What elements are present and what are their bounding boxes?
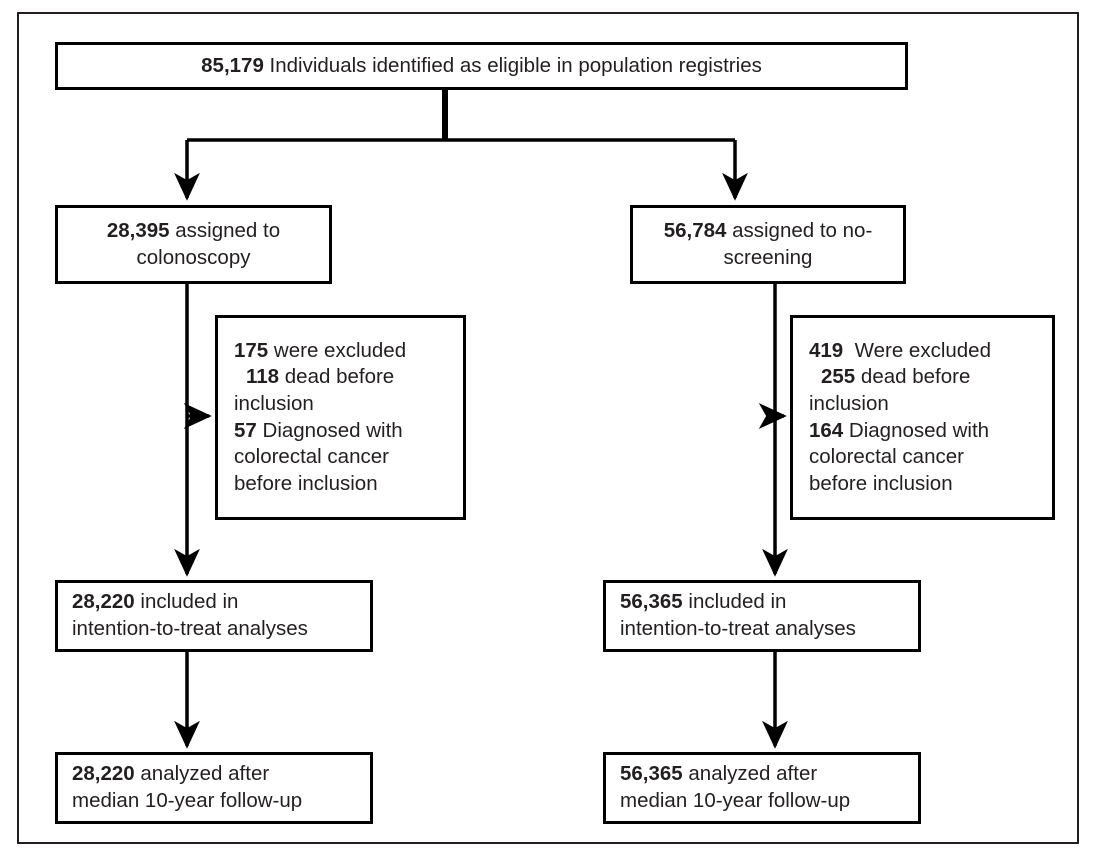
excluded-right-total-text: Were excluded — [843, 338, 991, 362]
excluded-left-dead-count: 118 — [246, 365, 280, 389]
analyzed-right-line1: 56,365 analyzed after — [620, 761, 817, 788]
excluded-left-dead-cont: inclusion — [234, 391, 314, 415]
itt-right-count: 56,365 — [620, 590, 683, 614]
node-colonoscopy-line2: colonoscopy — [136, 245, 251, 269]
excluded-right-dead-line: 255 dead before — [809, 364, 970, 391]
node-noscreening-text: assigned to no- — [726, 218, 873, 242]
excluded-right-crc-cont2: before inclusion — [809, 471, 953, 495]
excluded-left-crc-cont2: before inclusion — [234, 471, 378, 495]
node-enrollment-text: Individuals identified as eligible in po… — [263, 53, 762, 77]
node-colonoscopy-text: assigned to — [169, 218, 281, 242]
node-noscreening-arm: 56,784 assigned to no- screening — [630, 205, 906, 284]
analyzed-right-line2: median 10-year follow-up — [620, 789, 851, 812]
node-colonoscopy-arm: 28,395 assigned to colonoscopy — [55, 205, 332, 284]
node-colonoscopy-count: 28,395 — [106, 218, 170, 242]
itt-left-text: included in — [134, 590, 239, 614]
node-itt-left: 28,220 included in intention-to-treat an… — [55, 580, 373, 652]
node-excluded-right: 419 Were excluded 255 dead before inclus… — [790, 315, 1055, 520]
analyzed-left-line1: 28,220 analyzed after — [72, 761, 269, 788]
node-itt-right: 56,365 included in intention-to-treat an… — [603, 580, 921, 652]
node-colonoscopy-line1: 28,395 assigned to — [107, 218, 280, 245]
excluded-right-crc-count: 164 — [809, 418, 844, 442]
excluded-left-total-text: were excluded — [268, 338, 407, 362]
itt-right-line2: intention-to-treat analyses — [620, 617, 856, 640]
itt-left-count: 28,220 — [72, 590, 135, 614]
itt-left-line1: 28,220 included in — [72, 589, 238, 616]
analyzed-left-count: 28,220 — [72, 762, 135, 786]
excluded-right-crc-text: Diagnosed with — [843, 418, 990, 442]
node-enrollment-line1: 85,179 Individuals identified as eligibl… — [201, 53, 762, 80]
node-enrollment-count: 85,179 — [201, 53, 264, 77]
excluded-left-crc-text: Diagnosed with — [256, 418, 403, 442]
excluded-right-total-count: 419 — [809, 338, 844, 362]
excluded-left-dead-line: 118 dead before — [234, 364, 394, 391]
excluded-right-dead-text: dead before — [855, 365, 971, 389]
excluded-left-crc-cont1: colorectal cancer — [234, 445, 389, 469]
itt-left-line2: intention-to-treat analyses — [72, 617, 308, 640]
node-analyzed-left: 28,220 analyzed after median 10-year fol… — [55, 752, 373, 824]
node-noscreening-line1: 56,784 assigned to no- — [664, 218, 873, 245]
itt-right-text: included in — [682, 590, 787, 614]
node-noscreening-line2: screening — [723, 245, 813, 269]
excluded-right-dead-cont: inclusion — [809, 391, 889, 415]
node-noscreening-count: 56,784 — [663, 218, 727, 242]
excluded-left-crc-count: 57 — [234, 418, 257, 442]
excluded-right-dead-count: 255 — [821, 365, 856, 389]
excluded-left-crc-line: 57 Diagnosed with — [234, 418, 403, 445]
node-excluded-left: 175 were excluded 118 dead before inclus… — [215, 315, 466, 520]
analyzed-right-count: 56,365 — [620, 762, 683, 786]
excluded-left-total-count: 175 — [234, 338, 269, 362]
excluded-right-crc-line: 164 Diagnosed with — [809, 418, 989, 445]
excluded-right-total-line: 419 Were excluded — [809, 338, 991, 365]
excluded-left-total-line: 175 were excluded — [234, 338, 406, 365]
analyzed-left-line2: median 10-year follow-up — [72, 789, 303, 812]
excluded-right-crc-cont1: colorectal cancer — [809, 445, 964, 469]
node-analyzed-right: 56,365 analyzed after median 10-year fol… — [603, 752, 921, 824]
itt-right-line1: 56,365 included in — [620, 589, 786, 616]
analyzed-left-text: analyzed after — [134, 762, 270, 786]
excluded-left-dead-text: dead before — [279, 365, 395, 389]
analyzed-right-text: analyzed after — [682, 762, 818, 786]
node-enrollment: 85,179 Individuals identified as eligibl… — [55, 42, 908, 90]
